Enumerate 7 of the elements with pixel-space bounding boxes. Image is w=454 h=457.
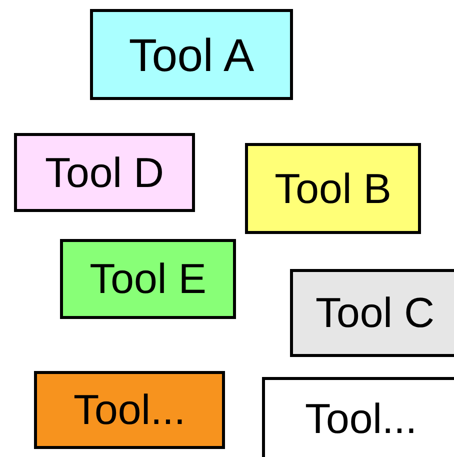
tool-box: Tool... [34,371,225,449]
tool-box: Tool... [262,377,454,457]
tool-box: Tool A [90,9,293,100]
tool-box: Tool C [290,269,454,357]
tool-box: Tool B [245,143,421,234]
tool-box: Tool E [60,239,236,319]
tool-box: Tool D [14,133,195,212]
